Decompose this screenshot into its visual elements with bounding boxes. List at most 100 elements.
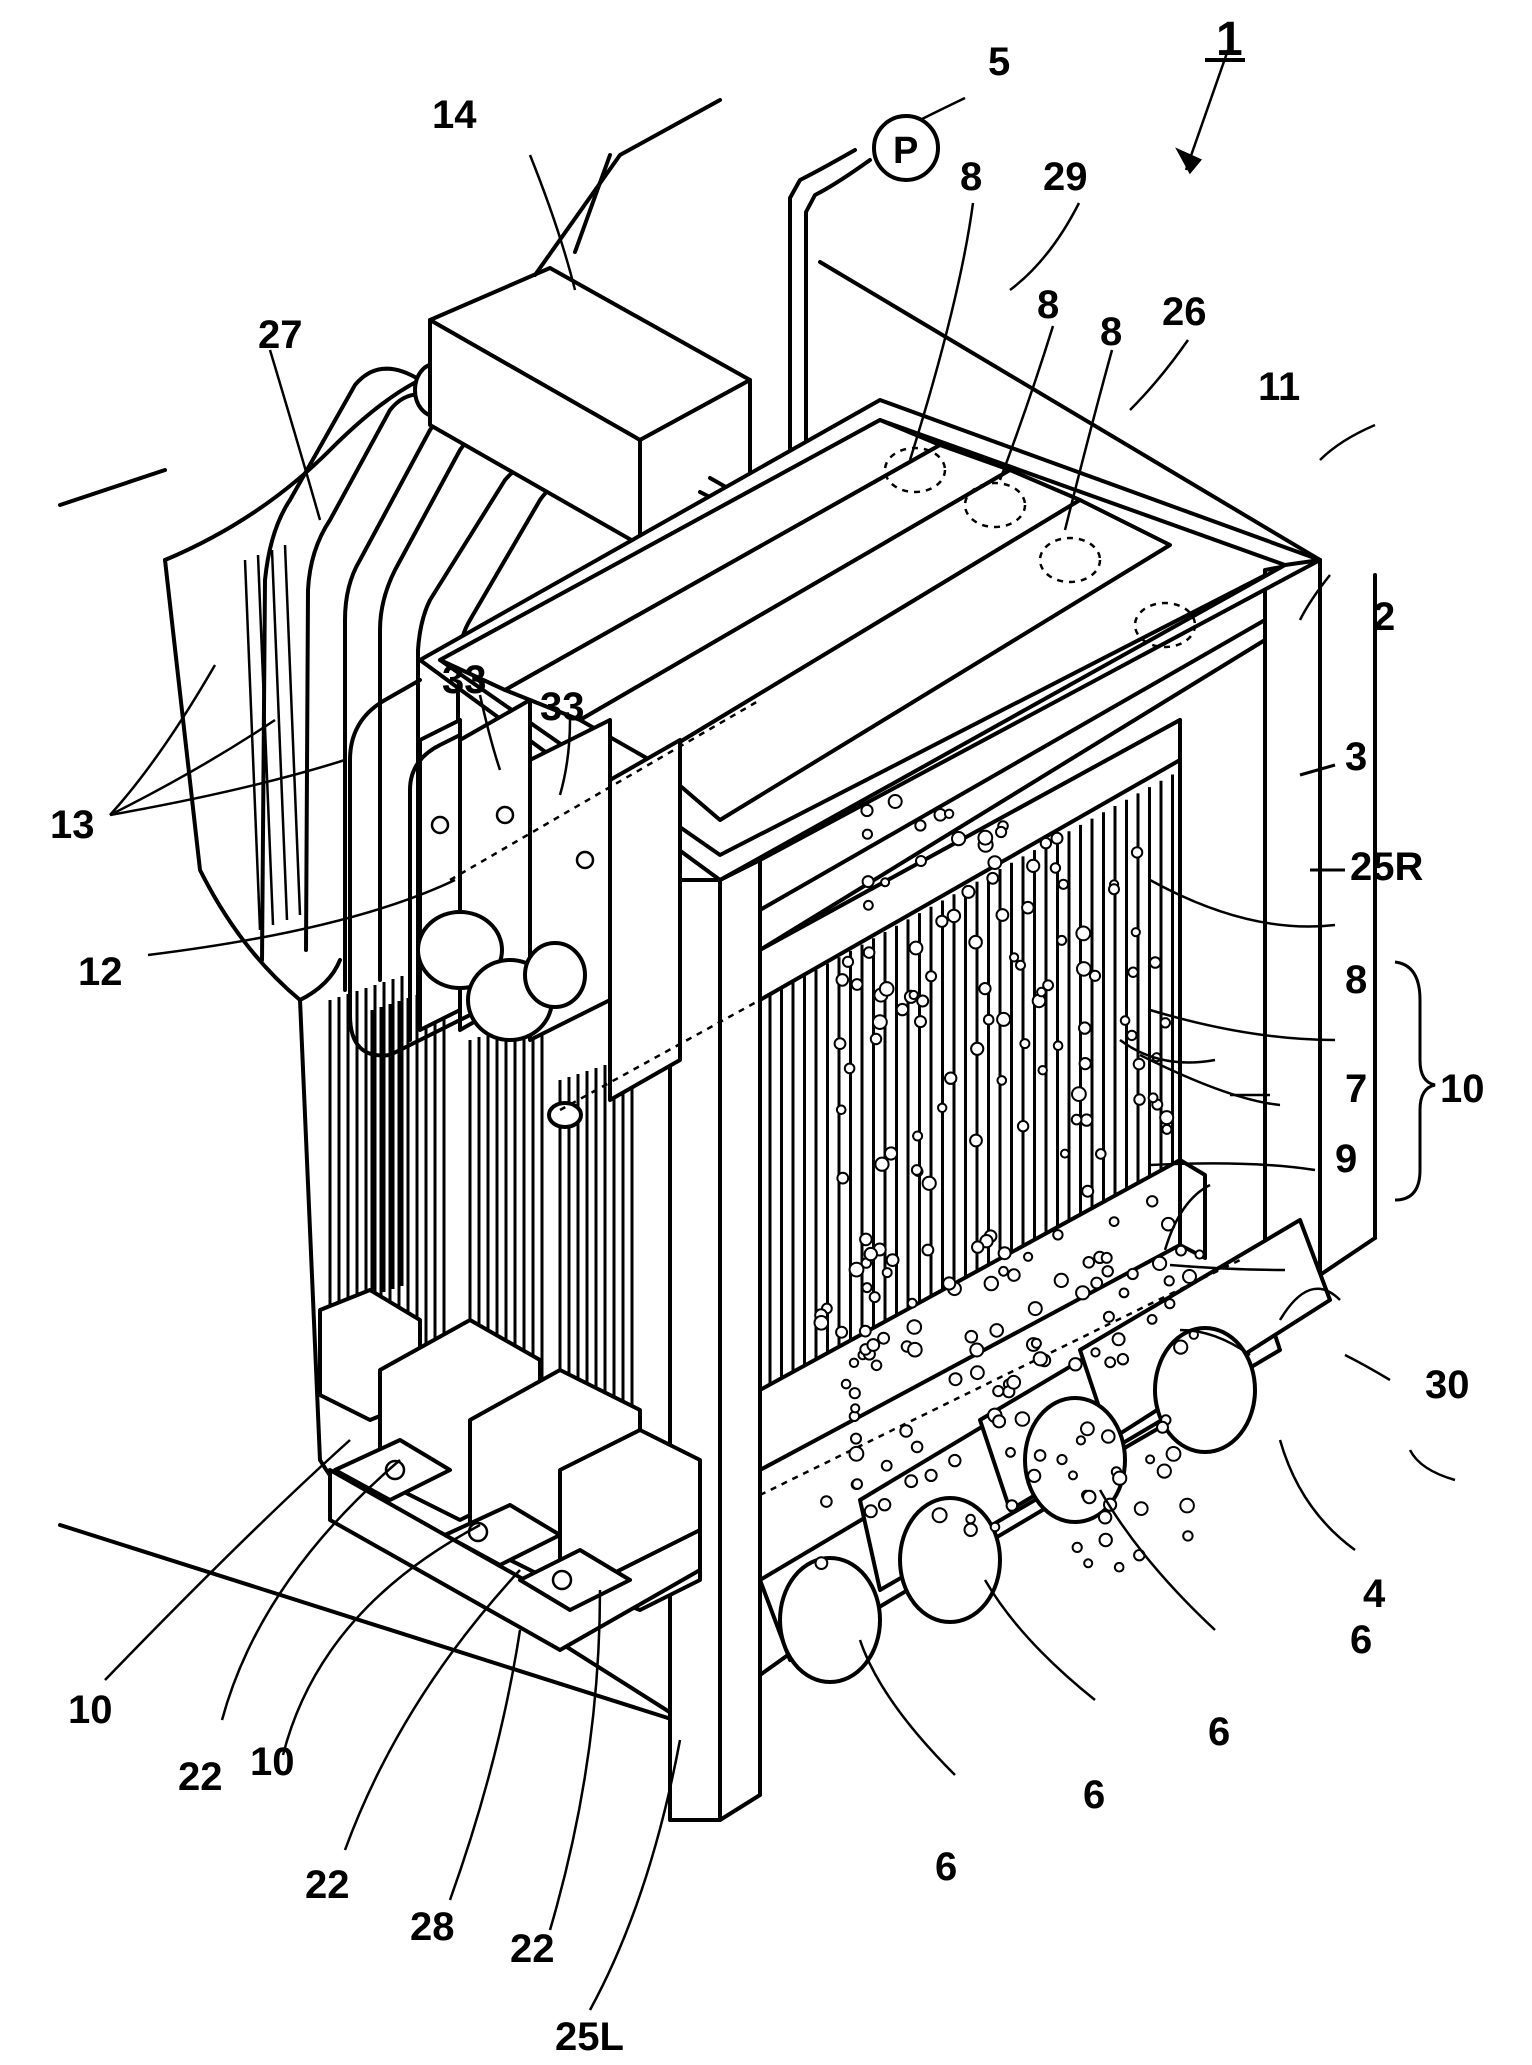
label-10-a: 10	[68, 1688, 113, 1732]
label-6-c: 6	[1083, 1773, 1105, 1817]
bubble	[885, 1253, 900, 1267]
label-14: 14	[432, 93, 477, 137]
air-bubbles	[813, 794, 1205, 1573]
bubble	[1033, 1449, 1047, 1462]
bubble	[1021, 900, 1035, 915]
bubble	[906, 1297, 918, 1309]
bubble	[1159, 1017, 1172, 1029]
label-6-d: 6	[935, 1845, 957, 1889]
bubble	[1108, 883, 1120, 896]
header-box	[428, 98, 752, 547]
bubble	[866, 1338, 881, 1352]
bubble	[1014, 1411, 1031, 1427]
bubble	[1075, 925, 1092, 942]
bubble	[1097, 1510, 1113, 1525]
bubble	[1049, 862, 1062, 874]
label-22-b: 22	[305, 1863, 350, 1907]
bubble	[1163, 1275, 1175, 1287]
bubble	[863, 1246, 878, 1262]
bubble	[835, 1104, 847, 1116]
bubble	[851, 1478, 864, 1490]
bubble	[1164, 1298, 1176, 1310]
bubble	[1173, 1339, 1189, 1355]
upper-cylinders	[438, 418, 1197, 822]
bubble	[1076, 961, 1092, 977]
bubble	[1126, 1029, 1138, 1042]
bubble	[921, 1243, 935, 1257]
bubble	[907, 1341, 923, 1358]
bubble	[881, 1267, 893, 1279]
bubble	[948, 1372, 963, 1387]
bubble	[971, 1240, 985, 1254]
bubble	[1039, 837, 1053, 850]
bubble	[895, 1002, 910, 1017]
label-33-a: 33	[442, 658, 487, 702]
bubble	[814, 1556, 829, 1570]
bubble	[1005, 1499, 1019, 1512]
bubble	[925, 970, 938, 983]
bubble	[1005, 1447, 1016, 1458]
bubble	[880, 1459, 893, 1472]
bubble	[1108, 1216, 1120, 1227]
label-13: 13	[50, 803, 95, 847]
bubble	[1126, 1267, 1139, 1281]
bubble	[995, 825, 1008, 839]
bubble	[908, 940, 924, 956]
bubble	[982, 1013, 995, 1026]
bubble	[1088, 969, 1102, 982]
bubble	[848, 1387, 861, 1400]
label-30: 30	[1425, 1363, 1470, 1407]
label-22-a: 22	[178, 1755, 223, 1799]
bubble	[1070, 1113, 1083, 1126]
bubble	[1050, 831, 1064, 845]
bubble	[1101, 1265, 1114, 1278]
bubble	[904, 1474, 919, 1489]
label-1: 1	[1216, 13, 1243, 66]
pump-symbol-circle	[872, 114, 940, 182]
bubble	[1165, 1446, 1182, 1462]
bubble	[840, 1378, 852, 1390]
bubble	[1118, 1287, 1130, 1299]
leader-lines	[104, 49, 1456, 2011]
bubble	[1182, 1269, 1197, 1284]
bubble	[1156, 1463, 1172, 1479]
lateral-pipe	[348, 678, 761, 1129]
bubble	[862, 946, 876, 959]
label-29: 29	[1043, 155, 1088, 199]
bubble	[1101, 1429, 1116, 1444]
bubble	[1100, 1251, 1113, 1264]
bubble	[1113, 1561, 1125, 1573]
bubble	[1026, 858, 1041, 874]
bubble	[1111, 1332, 1126, 1347]
bubble	[1027, 1301, 1043, 1317]
bubble	[848, 1445, 865, 1462]
bubble	[870, 1359, 883, 1372]
bubble	[912, 1130, 924, 1142]
bubble	[1075, 1435, 1087, 1446]
bubble	[996, 1011, 1012, 1027]
bubble	[995, 908, 1010, 922]
bubble	[1080, 1421, 1095, 1437]
label-2: 2	[1373, 595, 1395, 639]
label-10-b: 10	[250, 1740, 295, 1784]
bubble	[1036, 986, 1047, 998]
bubble	[1104, 1356, 1117, 1369]
bubble	[921, 1175, 937, 1191]
bubble	[833, 1037, 847, 1050]
bubble	[1175, 1244, 1187, 1257]
bubble	[1133, 1093, 1146, 1106]
bubble	[872, 1014, 888, 1030]
label-25R: 25R	[1350, 845, 1423, 889]
bubble	[863, 899, 874, 911]
bubble	[1079, 1113, 1094, 1127]
bubble	[1146, 1195, 1159, 1208]
bubble	[1059, 1148, 1070, 1159]
bubble	[1082, 1256, 1096, 1269]
bubble	[1016, 1120, 1030, 1133]
bubble	[1078, 1057, 1092, 1071]
diffuser-end-2	[898, 1496, 1002, 1624]
bubble	[859, 1232, 873, 1247]
label-28: 28	[410, 1905, 455, 1949]
bubble	[915, 855, 927, 867]
bubble	[986, 871, 1000, 885]
